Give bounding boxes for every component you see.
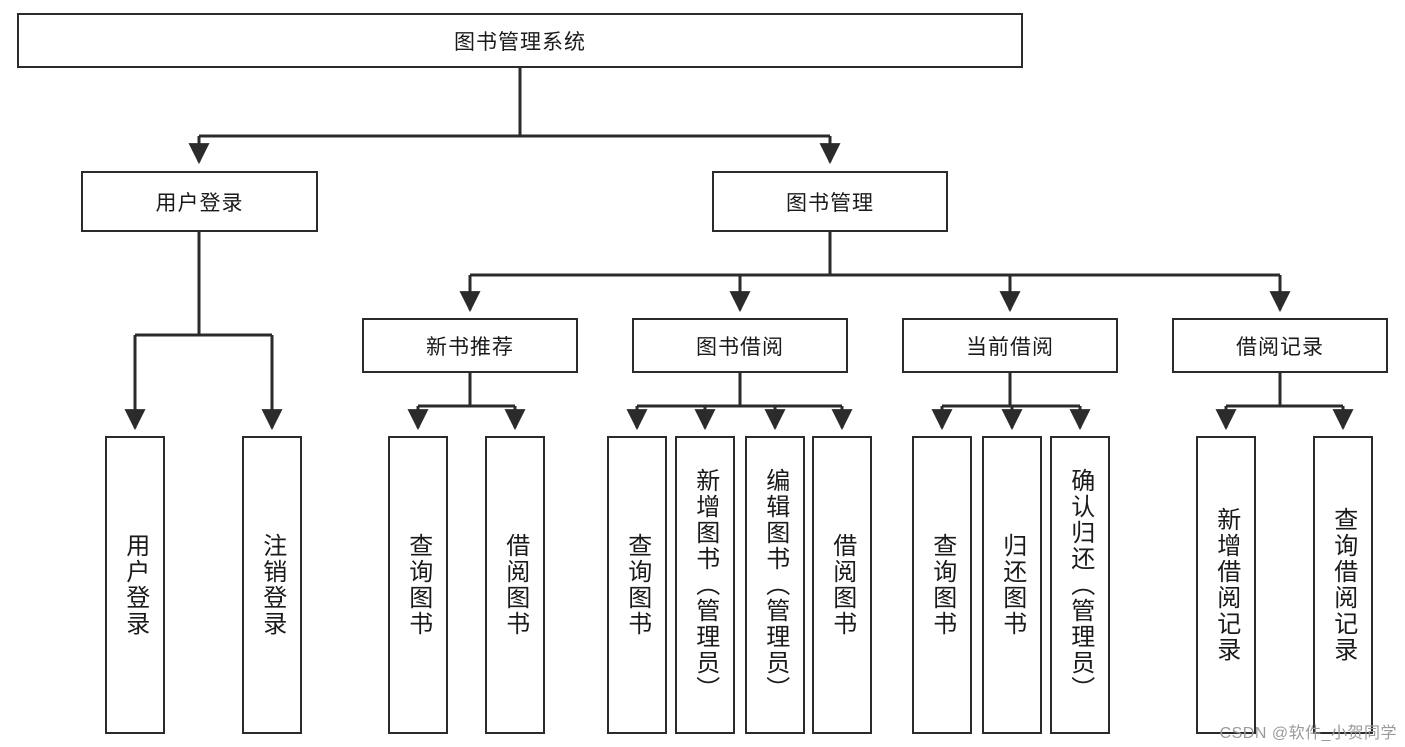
node-leaf-borrow-book-new[interactable]: 借阅图书	[485, 436, 545, 734]
node-leaf-query-book-borrow[interactable]: 查询图书	[607, 436, 667, 734]
node-level2-book-management[interactable]: 图书管理	[712, 171, 948, 232]
node-leaf-query-book-current[interactable]: 查询图书	[912, 436, 972, 734]
watermark-text: CSDN @软件_小贺同学	[1219, 725, 1397, 742]
node-leaf-add-borrow-record[interactable]: 新增借阅记录	[1196, 436, 1256, 734]
node-leaf-edit-book-admin[interactable]: 编辑图书（管理员）	[745, 436, 805, 734]
node-root[interactable]: 图书管理系统	[17, 13, 1023, 68]
node-leaf-query-book-new[interactable]: 查询图书	[388, 436, 448, 734]
node-level2-user-login[interactable]: 用户登录	[81, 171, 318, 232]
node-leaf-borrow-book[interactable]: 借阅图书	[812, 436, 872, 734]
node-leaf-return-book[interactable]: 归还图书	[982, 436, 1042, 734]
node-level3-borrow-record[interactable]: 借阅记录	[1172, 318, 1388, 373]
node-leaf-query-borrow-record[interactable]: 查询借阅记录	[1313, 436, 1373, 734]
node-leaf-user-login[interactable]: 用户登录	[105, 436, 165, 734]
node-leaf-add-book-admin[interactable]: 新增图书（管理员）	[675, 436, 735, 734]
node-level3-current-borrow[interactable]: 当前借阅	[902, 318, 1118, 373]
node-level3-new-book-recommend[interactable]: 新书推荐	[362, 318, 578, 373]
node-leaf-logout[interactable]: 注销登录	[242, 436, 302, 734]
node-leaf-confirm-return-admin[interactable]: 确认归还（管理员）	[1050, 436, 1110, 734]
node-level3-book-borrow[interactable]: 图书借阅	[632, 318, 848, 373]
